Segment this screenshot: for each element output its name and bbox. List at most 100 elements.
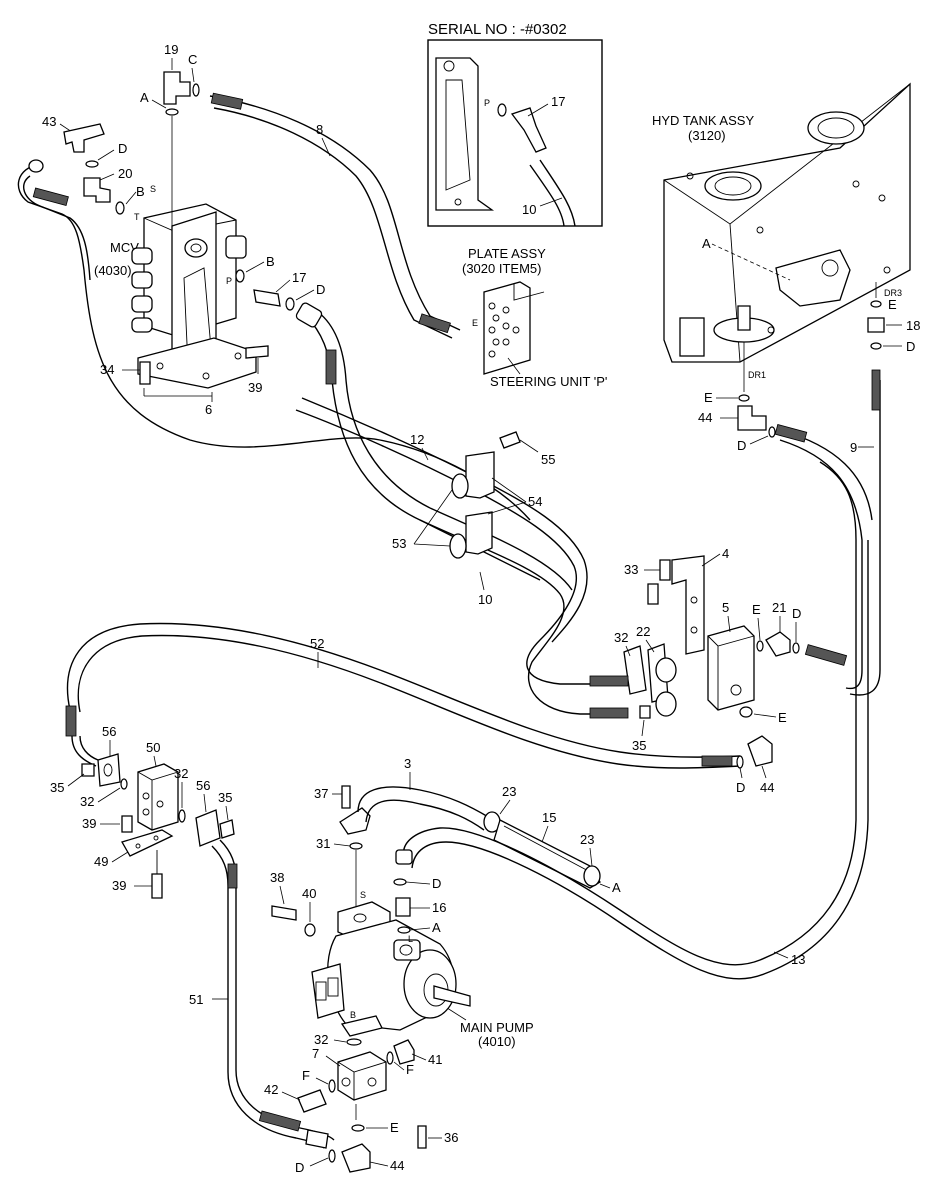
callout-39-a: 39: [248, 380, 262, 395]
callout-32-d: 32: [314, 1032, 328, 1047]
callout-D-5: D: [792, 606, 801, 621]
connector-16: [395, 897, 411, 917]
clamp-upper: [451, 451, 495, 499]
o-ring-D-17: [285, 297, 295, 311]
o-ring-A-pump: [397, 926, 411, 934]
o-ring-D-elbow: [768, 426, 776, 438]
bolt-39-lower: [151, 873, 163, 899]
callout-42: 42: [264, 1082, 278, 1097]
callout-8: 8: [316, 122, 323, 137]
outlet-block-7: [337, 1051, 387, 1101]
callout-4: 4: [722, 546, 729, 561]
callout-33: 33: [624, 562, 638, 577]
callout-31: 31: [316, 836, 330, 851]
serial-bracket: [435, 57, 495, 211]
mcv-assembly: MCV (4030) S T P: [94, 116, 257, 389]
bolt-35-valve: [639, 705, 651, 719]
callout-41: 41: [428, 1052, 442, 1067]
tee-43: [63, 123, 105, 153]
callout-15: 15: [542, 810, 556, 825]
hose-52: [66, 622, 741, 758]
hose-52-end-fitting-left: [65, 705, 77, 737]
callout-44-a: 44: [698, 410, 712, 425]
hose-51-end-fitting-top: [227, 863, 238, 889]
callout-38: 38: [270, 870, 284, 885]
clamp-23-right: [583, 865, 601, 887]
serial-o-ring: [497, 103, 507, 117]
callout-B-1: B: [136, 184, 145, 199]
callout-56-b: 56: [196, 778, 210, 793]
elbow-41: [393, 1039, 415, 1065]
o-ring-D-pump-bottom: [328, 1149, 336, 1163]
callout-52: 52: [310, 636, 324, 651]
connector-17: [253, 289, 281, 307]
callout-A-4: A: [432, 920, 441, 935]
bolt-55: [499, 431, 521, 449]
o-ring-D-52: [736, 755, 744, 769]
callout-49: 49: [94, 854, 108, 869]
callout-E-3: E: [752, 602, 761, 617]
o-ring-E-tank: [870, 300, 882, 308]
callout-C-1: C: [188, 52, 197, 67]
callout-50: 50: [146, 740, 160, 755]
callout-56-a: 56: [102, 724, 116, 739]
o-ring-F-left: [328, 1079, 336, 1093]
callout-36: 36: [444, 1130, 458, 1145]
pump-front-flange: [403, 949, 457, 1019]
callout-23-a: 23: [502, 784, 516, 799]
elbow-19: [163, 71, 191, 105]
callout-10: 10: [478, 592, 492, 607]
serial-elbow-17: [510, 107, 547, 153]
o-ring-D-21: [792, 642, 800, 654]
callout-B-2: B: [266, 254, 275, 269]
o-ring-D-pump: [393, 878, 407, 886]
callout-A-3: A: [612, 880, 621, 895]
hose-8-end-fitting-top: [210, 92, 244, 110]
hose-9-fitting-valve: [804, 644, 848, 666]
callout-12: 12: [410, 432, 424, 447]
hyd-tank-code: (3120): [688, 128, 726, 143]
o-ring-D-43: [85, 160, 99, 168]
callout-5: 5: [722, 600, 729, 615]
tank-valve-block: [775, 249, 851, 307]
callout-D-7: D: [432, 876, 441, 891]
callout-F-1: F: [302, 1068, 310, 1083]
plug-42: [297, 1089, 327, 1113]
bolt-35-right: [219, 819, 235, 839]
elbow-21: [765, 631, 791, 657]
callout-35-b: 35: [50, 780, 64, 795]
bolt-33-a: [659, 559, 671, 581]
hose-43-loop: [17, 163, 531, 521]
callout-E-2: E: [704, 390, 713, 405]
hose-13: [402, 461, 857, 966]
bolt-36: [417, 1125, 427, 1149]
callout-D-3: D: [906, 339, 915, 354]
bolt-39-mcv: [245, 345, 269, 359]
elbow-20: [83, 177, 111, 203]
callout-6: 6: [205, 402, 212, 417]
callout-E-5: E: [390, 1120, 399, 1135]
callout-54: 54: [528, 494, 542, 509]
callout-55: 55: [541, 452, 555, 467]
port-e-plate: E: [472, 318, 478, 328]
serial-callout-10: 10: [522, 202, 536, 217]
serial-hose-10: [539, 159, 576, 227]
plate-assembly: PLATE ASSY (3020 ITEM5) E STEERING UNIT …: [462, 246, 607, 389]
callout-43: 43: [42, 114, 56, 129]
port-l-pump: L: [408, 934, 413, 944]
tank-inspection-cover: [807, 111, 865, 145]
callout-D-8: D: [295, 1160, 304, 1175]
hose-10-fitting: [325, 349, 337, 385]
steering-unit-label: STEERING UNIT 'P': [490, 374, 607, 389]
o-ring-B-1: [115, 201, 125, 215]
main-pump-name: MAIN PUMP: [460, 1020, 534, 1035]
o-ring-32-right: [178, 809, 186, 823]
callout-39-c: 39: [112, 878, 126, 893]
callout-17: 17: [292, 270, 306, 285]
port-b-pump: B: [350, 1010, 356, 1020]
callout-E-4: E: [778, 710, 787, 725]
elbow-44-52: [747, 735, 773, 767]
callout-D-1: D: [118, 141, 127, 156]
callout-D-6: D: [736, 780, 745, 795]
